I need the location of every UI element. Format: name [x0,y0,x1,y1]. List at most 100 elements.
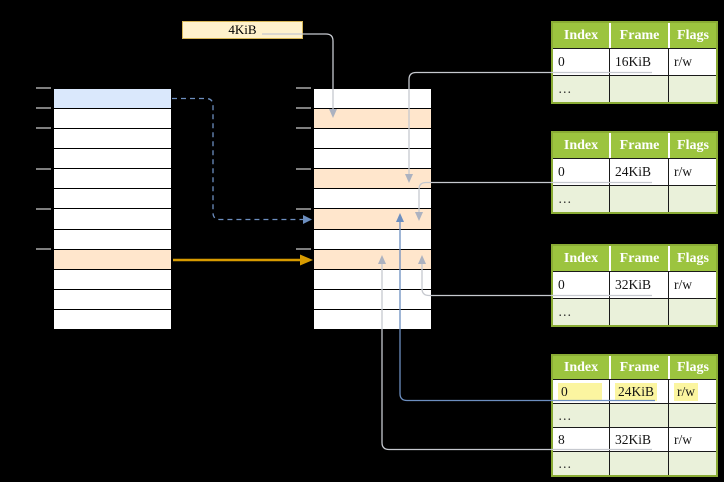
page-table-3-cell-0-0: 0 [553,272,609,298]
virtual-memory-row-0 [54,89,171,109]
page-table-1-row-1: … [553,75,716,102]
page-table-3-cell-0-2: r/w [668,272,716,298]
page-table-2-row-0: 0 24KiB r/w [553,158,716,185]
page-table-4-cell-3-2 [668,452,716,475]
physical-memory-row-10 [314,288,431,309]
page-table-4-cell-1-0: … [553,404,609,427]
cell-text: r/w [674,54,692,69]
column-header-flags: Flags [668,356,716,379]
cell-text: 24KiB [615,164,652,179]
column-header-flags: Flags [668,23,716,48]
column-header-flags: Flags [668,133,716,158]
page-table-4-cell-0-2: r/w [668,380,716,403]
arrowhead-right-icon [300,254,313,266]
page-table-4-cell-1-1 [609,404,668,427]
address-tick [296,168,311,170]
physical-memory-row-5 [314,188,431,209]
address-tick [296,208,311,210]
address-tick [36,168,51,170]
physical-memory-row-11 [314,308,431,329]
column-header-frame: Frame [609,23,668,48]
page-table-4-row-3: … [553,451,716,475]
page-table-2-cell-0-1: 24KiB [609,159,668,185]
page-table-3-cell-1-1 [609,299,668,325]
page-table-2-cell-0-2: r/w [668,159,716,185]
virtual-memory-row-4 [54,168,171,189]
page-table-2-cell-0-0: 0 [553,159,609,185]
cell-text: … [558,455,572,471]
cell-text: 0 [558,382,602,401]
virtual-memory-row-2 [54,128,171,149]
cell-text: … [558,81,572,96]
column-header-frame: Frame [609,133,668,158]
virtual-memory-row-8 [54,248,171,269]
cell-text: 8 [558,431,565,447]
physical-memory-row-8 [314,248,431,269]
cell-text: … [558,407,572,423]
page-table-2-cell-1-0: … [553,186,609,212]
page-table-4-cell-1-2 [668,404,716,427]
page-table-1-cell-0-1: 16KiB [609,49,668,75]
cell-text: 24KiB [615,382,658,401]
page-table-4-cell-2-2: r/w [668,428,716,451]
address-tick [296,87,311,89]
page-table-4-cell-0-1: 24KiB [609,380,668,403]
page-table-3-cell-1-2 [668,299,716,325]
physical-memory-row-4 [314,168,431,189]
address-tick [36,127,51,129]
page-table-1-row-0: 0 16KiB r/w [553,48,716,75]
page-table-1-cell-0-2: r/w [668,49,716,75]
page-table-1-cell-1-2 [668,76,716,102]
arrow-virtual-to-physical-dashed [172,97,303,221]
page-table-1-cell-0-0: 0 [553,49,609,75]
page-table-4-row-2: 8 32KiB r/w [553,427,716,451]
page-table-3-cell-0-1: 32KiB [609,272,668,298]
address-tick [36,107,51,109]
column-header-index: Index [563,27,599,43]
address-tick [296,127,311,129]
physical-memory-row-1 [314,108,431,129]
page-table-1-cell-1-1 [609,76,668,102]
cell-text: 0 [558,277,565,292]
page-table-4-cell-0-0: 0 [553,380,609,403]
cell-text: r/w [674,431,692,447]
virtual-memory-row-1 [54,108,171,129]
virtual-memory-row-10 [54,288,171,309]
column-header-index: Index [563,250,599,266]
page-size-label: 4KiB [182,21,303,39]
virtual-memory-row-6 [54,208,171,229]
virtual-memory-row-9 [54,268,171,289]
page-table-3-row-0: 0 32KiB r/w [553,271,716,298]
physical-memory-row-3 [314,148,431,169]
page-table-3-row-1: … [553,298,716,325]
page-table-2-row-1: … [553,185,716,212]
column-header-frame: Frame [609,356,668,379]
page-table-4-cell-3-0: … [553,452,609,475]
cell-text: 32KiB [615,431,652,447]
address-tick [36,248,51,250]
cell-text: r/w [674,164,692,179]
page-table-1-cell-1-0: … [553,76,609,102]
address-tick [296,248,311,250]
cell-text: 0 [558,164,565,179]
column-header-frame: Frame [609,246,668,271]
cell-text: 0 [558,54,565,69]
cell-text: 16KiB [615,54,652,69]
column-header-index: Index [563,137,599,153]
page-table-4-row-0: 0 24KiB r/w [553,379,716,403]
arrowhead-right-icon [303,215,312,224]
virtual-memory-row-7 [54,228,171,249]
address-tick [36,208,51,210]
physical-memory-row-0 [314,89,431,109]
cell-text: 32KiB [615,277,652,292]
cell-text: r/w [674,382,698,401]
